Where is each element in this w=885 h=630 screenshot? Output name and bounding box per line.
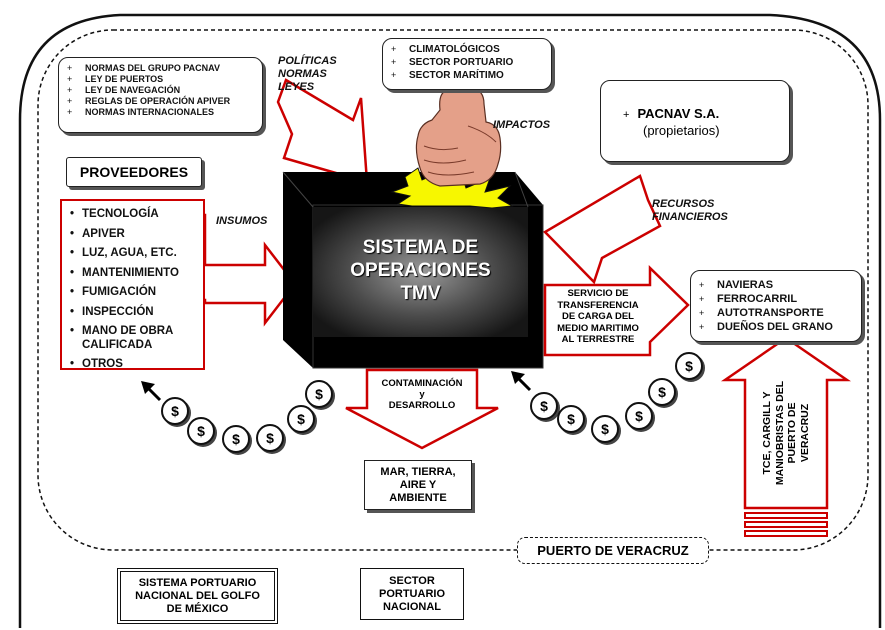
coin-icon: $ <box>625 402 653 430</box>
proveedor-item: TECNOLOGÍA <box>68 208 199 222</box>
coin-icon: $ <box>161 397 189 425</box>
pacnav-sub: (propietarios) <box>643 123 720 138</box>
inner-dashed-frame <box>37 29 869 551</box>
sector-portuario-text: SECTOR PORTUARIO NACIONAL <box>379 574 445 613</box>
normas-item: NORMAS INTERNACIONALES <box>63 107 258 118</box>
fist-icon <box>415 87 502 187</box>
servicio-arrow <box>543 265 690 357</box>
proveedor-item: MANO DE OBRA CALIFICADA <box>68 325 199 352</box>
proveedores-title-box: PROVEEDORES <box>66 157 202 187</box>
impactos-item: CLIMATOLÓGICOS <box>387 43 547 56</box>
tce-bar-1 <box>744 512 828 519</box>
impactos-label: IMPACTOS <box>493 119 551 131</box>
system-title-line: TMV <box>400 283 441 304</box>
cliente-item: DUEÑOS DEL GRANO <box>695 320 857 334</box>
contaminacion-line: DESARROLLO <box>388 400 456 411</box>
coin-icon: $ <box>591 415 619 443</box>
pacnav-name-text: PACNAV S.A. <box>637 106 720 121</box>
normas-item: LEY DE PUERTOS <box>63 74 258 85</box>
cliente-item: NAVIERAS <box>695 278 857 292</box>
insumos-label: INSUMOS <box>216 215 268 227</box>
coin-icon: $ <box>187 417 215 445</box>
insumos-arrow <box>190 213 297 327</box>
politicas-label: POLÍTICAS NORMAS LEYES <box>278 55 337 94</box>
normas-box: NORMAS DEL GRUPO PACNAV LEY DE PUERTOS L… <box>58 57 263 133</box>
normas-item: LEY DE NAVEGACIÓN <box>63 85 258 96</box>
tce-bar-2 <box>744 521 828 528</box>
contaminacion-arrow <box>345 368 499 450</box>
money-arrow-left <box>141 381 162 402</box>
puerto-label: PUERTO DE VERACRUZ <box>537 543 689 558</box>
coin-icon: $ <box>557 405 585 433</box>
normas-item: REGLAS DE OPERACIÓN APIVER <box>63 96 258 107</box>
proveedor-item: OTROS <box>68 358 199 372</box>
contaminacion-text: CONTAMINACIÓN y DESARROLLO <box>367 378 477 411</box>
servicio-line: MEDIO MARITIMO <box>557 322 639 334</box>
coin-icon: $ <box>648 378 676 406</box>
politicas-line: LEYES <box>278 81 315 93</box>
coin-icon: $ <box>222 425 250 453</box>
servicio-line: DE CARGA DEL <box>562 311 634 322</box>
tce-arrow <box>720 336 852 510</box>
recursos-label: RECURSOS FINANCIEROS <box>652 198 728 224</box>
tce-line: VERACRUZ <box>798 403 811 463</box>
proveedores-list: TECNOLOGÍA APIVER LUZ, AGUA, ETC. MANTEN… <box>68 208 199 372</box>
normas-list: NORMAS DEL GRUPO PACNAV LEY DE PUERTOS L… <box>63 63 258 118</box>
coin-icon: $ <box>530 392 558 420</box>
normas-arrow <box>276 78 369 184</box>
coin-icon: $ <box>256 424 284 452</box>
servicio-line: AL TERRESTRE <box>561 334 635 345</box>
cliente-item: FERROCARRIL <box>695 292 857 306</box>
ambiente-box: MAR, TIERRA, AIRE Y AMBIENTE <box>364 460 472 510</box>
money-arrow-right <box>511 371 532 392</box>
proveedor-item: MANTENIMIENTO <box>68 267 199 281</box>
recursos-line: FINANCIEROS <box>652 211 728 223</box>
servicio-line: SERVICIO DE <box>567 288 629 299</box>
coin-icon: $ <box>305 380 333 408</box>
impactos-list: CLIMATOLÓGICOS SECTOR PORTUARIO SECTOR M… <box>387 43 547 82</box>
system-title: SISTEMA DE OPERACIONES TMV <box>313 236 528 305</box>
recursos-arrow <box>542 174 662 285</box>
outer-frame <box>18 13 882 628</box>
tce-bar-3 <box>744 530 828 537</box>
pacnav-box: +PACNAV S.A. (propietarios) <box>600 80 790 162</box>
clientes-list: NAVIERAS FERROCARRIL AUTOTRANSPORTE DUEÑ… <box>695 278 857 334</box>
politicas-line: POLÍTICAS <box>278 55 337 67</box>
impactos-item: SECTOR MARÍTIMO <box>387 69 547 82</box>
coin-icon: $ <box>287 405 315 433</box>
system-cube <box>282 171 544 369</box>
coin-icon: $ <box>675 352 703 380</box>
servicio-text: SERVICIO DE TRANSFERENCIA DE CARGA DEL M… <box>548 288 648 346</box>
sector-portuario-box: SECTOR PORTUARIO NACIONAL <box>360 568 464 620</box>
pacnav-name: +PACNAV S.A. <box>623 106 720 121</box>
proveedor-item: INSPECCIÓN <box>68 306 199 320</box>
system-title-line: SISTEMA DE <box>362 237 479 258</box>
clientes-box: NAVIERAS FERROCARRIL AUTOTRANSPORTE DUEÑ… <box>690 270 862 342</box>
impactos-item: SECTOR PORTUARIO <box>387 56 547 69</box>
politicas-line: NORMAS <box>278 68 327 80</box>
proveedor-item: FUMIGACIÓN <box>68 286 199 300</box>
tce-line: MANIOBRISTAS DEL <box>773 380 786 486</box>
servicio-line: TRANSFERENCIA <box>557 299 639 311</box>
contaminacion-line: y <box>419 389 425 400</box>
system-title-line: OPERACIONES <box>350 260 491 281</box>
puerto-label-box: PUERTO DE VERACRUZ <box>517 537 709 564</box>
contaminacion-line: CONTAMINACIÓN <box>381 378 463 389</box>
cliente-item: AUTOTRANSPORTE <box>695 306 857 320</box>
proveedor-item: LUZ, AGUA, ETC. <box>68 247 199 261</box>
proveedor-item: APIVER <box>68 228 199 242</box>
ambiente-text: MAR, TIERRA, AIRE Y AMBIENTE <box>380 465 456 504</box>
proveedores-title: PROVEEDORES <box>79 164 189 180</box>
recursos-line: RECURSOS <box>652 198 715 210</box>
tce-line: TCE, CARGILL Y <box>761 391 773 475</box>
impactos-box: CLIMATOLÓGICOS SECTOR PORTUARIO SECTOR M… <box>382 38 552 90</box>
normas-item: NORMAS DEL GRUPO PACNAV <box>63 63 258 74</box>
sistema-portuario-text: SISTEMA PORTUARIO NACIONAL DEL GOLFO DE … <box>135 576 260 615</box>
tce-line: PUERTO DE <box>786 402 798 464</box>
sistema-portuario-box: SISTEMA PORTUARIO NACIONAL DEL GOLFO DE … <box>117 568 278 624</box>
proveedores-box: TECNOLOGÍA APIVER LUZ, AGUA, ETC. MANTEN… <box>60 199 205 372</box>
